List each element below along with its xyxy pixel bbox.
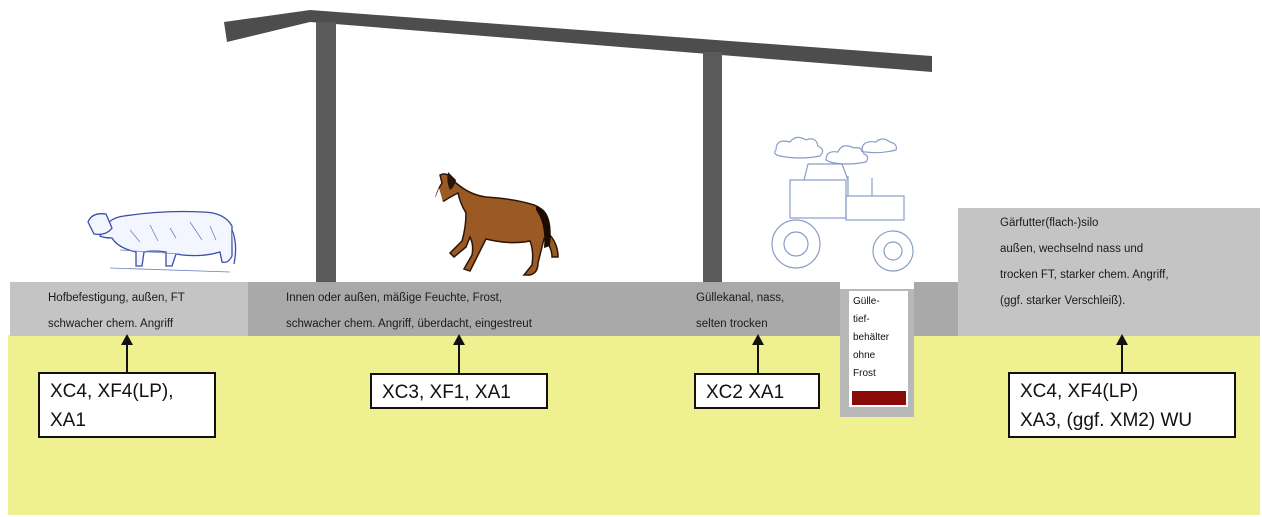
exposure-yard-line-2: XA1 (50, 410, 86, 431)
roof (224, 10, 932, 72)
exposure-label-yard: XC4, XF4(LP), XA1 (38, 372, 216, 438)
zone-manure-channel: Güllekanal, nass, selten trocken (682, 282, 840, 336)
exposure-label-silo: XC4, XF4(LP) XA3, (ggf. XM2) WU (1008, 372, 1236, 438)
tank-line-2: tief- (853, 314, 870, 325)
arrow-barn-line (458, 344, 460, 374)
tank-line-5: Frost (853, 368, 876, 379)
slurry-level (852, 391, 906, 405)
zone-manure-line-1: Güllekanal, nass, (696, 292, 785, 304)
exposure-barn-line-1: XC3, XF1, XA1 (382, 382, 511, 403)
exposure-manure-line-1: XC2 XA1 (706, 382, 785, 403)
arrow-yard-line (126, 344, 128, 374)
tank-line-3: behälter (853, 332, 890, 343)
zone-barn-line-1: Innen oder außen, mäßige Feuchte, Frost, (286, 292, 503, 304)
exposure-label-barn: XC3, XF1, XA1 (370, 373, 548, 409)
zone-silo-line-2: außen, wechselnd nass und (1000, 243, 1144, 255)
arrow-barn-head (453, 334, 465, 345)
exposure-silo-line-2: XA3, (ggf. XM2) WU (1020, 410, 1193, 431)
tank-line-1: Gülle- (853, 296, 880, 307)
zone-silo: Gärfutter(flach-)silo außen, wechselnd n… (958, 208, 1260, 336)
tank-line-4: ohne (853, 350, 876, 361)
zone-silo-line-4: (ggf. starker Verschleiß). (1000, 295, 1126, 307)
arrow-silo-head (1116, 334, 1128, 345)
exposure-silo-line-1: XC4, XF4(LP) (1020, 381, 1139, 402)
zone-silo-line-3: trocken FT, starker chem. Angriff, (1000, 269, 1169, 281)
exposure-label-manure: XC2 XA1 (694, 373, 820, 409)
arrow-manure-head (752, 334, 764, 345)
arrow-yard-head (121, 334, 133, 345)
zone-silo-line-1: Gärfutter(flach-)silo (1000, 217, 1099, 229)
roof-post-right (703, 52, 722, 282)
slurry-tank-label: Gülle- tief- behälter ohne Frost (849, 291, 908, 407)
zone-manure-line-2: selten trocken (696, 318, 768, 330)
arrow-silo-line (1121, 344, 1123, 374)
exposure-yard-line-1: XC4, XF4(LP), (50, 381, 174, 402)
zone-barn-line-2: schwacher chem. Angriff, überdacht, eing… (286, 318, 532, 330)
roof-post-left (316, 22, 336, 282)
zone-yard: Hofbefestigung, außen, FT schwacher chem… (10, 282, 248, 336)
zone-between (914, 282, 958, 336)
zone-yard-line-2: schwacher chem. Angriff (48, 318, 174, 330)
zone-barn: Innen oder außen, mäßige Feuchte, Frost,… (248, 282, 682, 336)
arrow-manure-line (757, 344, 759, 374)
zone-yard-line-1: Hofbefestigung, außen, FT (48, 292, 185, 304)
